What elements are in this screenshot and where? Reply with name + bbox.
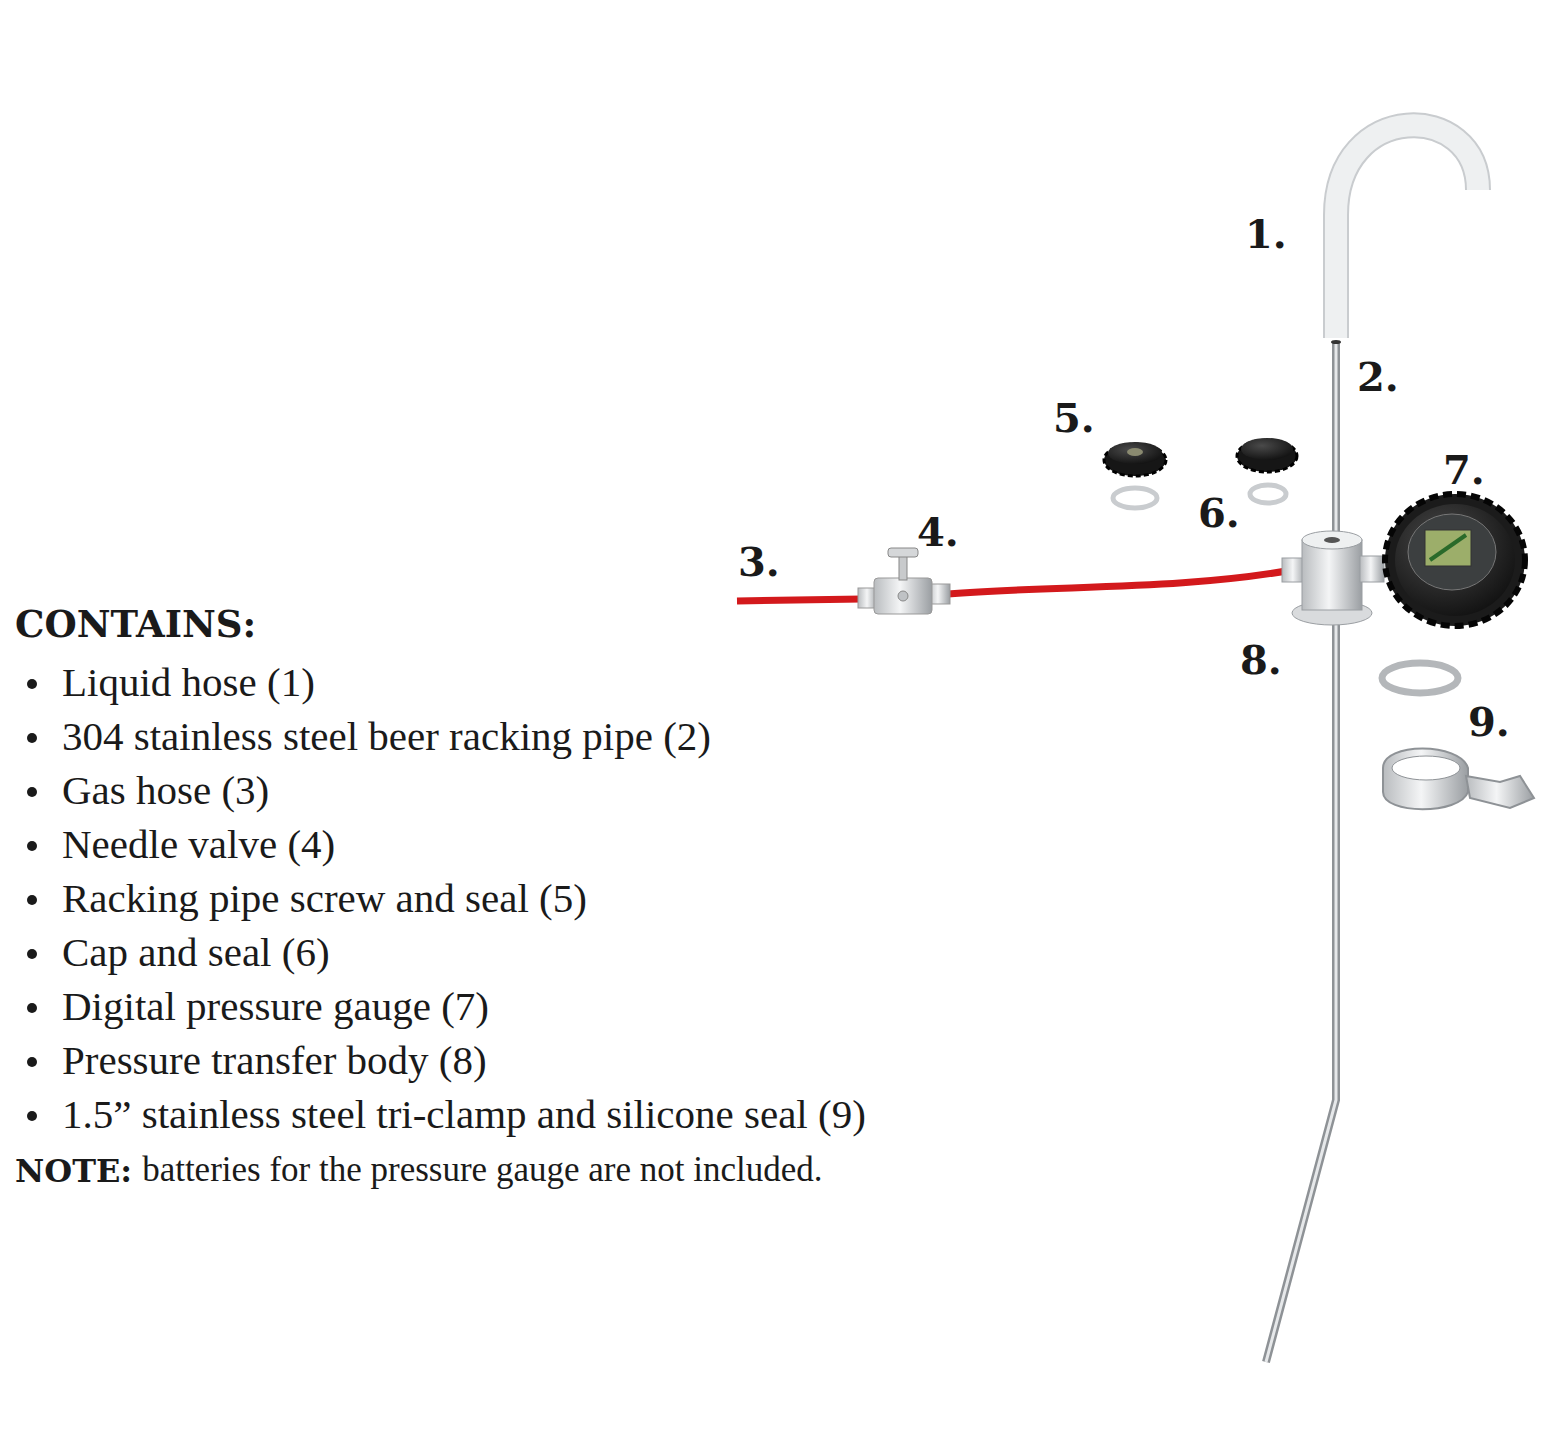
- bullet-dot: [27, 733, 37, 743]
- bullet-dot: [27, 787, 37, 797]
- callout-number: 3.: [738, 542, 780, 582]
- parts-list-item: Cap and seal (6): [62, 932, 330, 973]
- bullet-dot: [27, 679, 37, 689]
- cap-and-seal: [1237, 438, 1297, 503]
- callout-number: 9.: [1468, 702, 1510, 742]
- callout-number: 4.: [917, 512, 959, 552]
- parts-list-item: Pressure transfer body (8): [62, 1040, 487, 1081]
- racking-pipe: [1266, 340, 1341, 1362]
- list-heading: CONTAINS:: [15, 606, 256, 643]
- bullet-dot: [27, 1003, 37, 1013]
- gas-hose: [737, 570, 1292, 601]
- note-text: batteries for the pressure gauge are not…: [142, 1152, 822, 1187]
- callout-number: 2.: [1357, 357, 1399, 397]
- parts-list-item: 1.5” stainless steel tri-clamp and silic…: [62, 1094, 866, 1135]
- callout-number: 1.: [1245, 214, 1287, 254]
- bullet-dot: [27, 949, 37, 959]
- bullet-dot: [27, 1111, 37, 1121]
- pressure-transfer-body: [1282, 531, 1384, 625]
- parts-list-item: Gas hose (3): [62, 770, 269, 811]
- racking-pipe-screw: [1104, 442, 1166, 508]
- parts-list-item: Racking pipe screw and seal (5): [62, 878, 587, 919]
- callout-number: 5.: [1053, 398, 1095, 438]
- callout-number: 6.: [1198, 493, 1240, 533]
- tri-clamp-and-seal: [1382, 663, 1534, 809]
- bullet-dot: [27, 895, 37, 905]
- list-bullets: [27, 679, 37, 1121]
- digital-pressure-gauge: [1385, 494, 1525, 626]
- parts-list-item: 304 stainless steel beer racking pipe (2…: [62, 716, 711, 757]
- note-heading: NOTE:: [15, 1155, 132, 1187]
- liquid-hose: [1336, 125, 1478, 338]
- needle-valve: [858, 548, 950, 614]
- parts-list-item: Digital pressure gauge (7): [62, 986, 489, 1027]
- callout-number: 8.: [1240, 640, 1282, 680]
- bullet-dot: [27, 1057, 37, 1067]
- callout-number: 7.: [1443, 450, 1485, 490]
- parts-list-item: Liquid hose (1): [62, 662, 315, 703]
- parts-list-item: Needle valve (4): [62, 824, 335, 865]
- bullet-dot: [27, 841, 37, 851]
